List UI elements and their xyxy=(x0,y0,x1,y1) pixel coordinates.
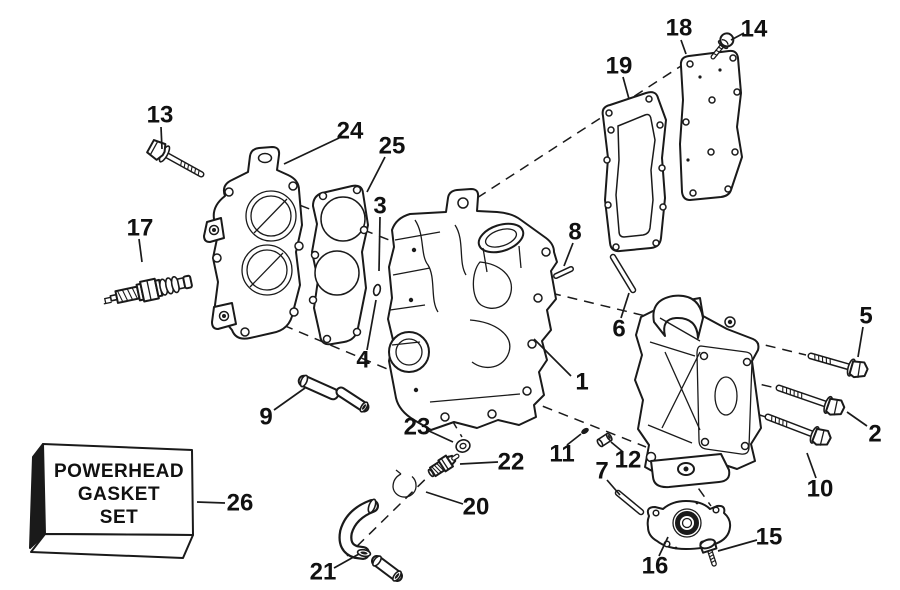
leader-line-26 xyxy=(196,501,226,504)
pin-11 xyxy=(581,427,589,435)
leader-line-1 xyxy=(533,338,572,377)
leader-line-24 xyxy=(283,137,340,165)
callout-16: 16 xyxy=(642,553,669,580)
callout-14: 14 xyxy=(741,16,768,43)
exhaust-cover-18 xyxy=(679,49,743,201)
callout-4: 4 xyxy=(356,347,370,374)
seal-housing-16 xyxy=(646,500,732,550)
callout-26: 26 xyxy=(227,490,254,517)
callout-20: 20 xyxy=(463,494,490,521)
bolt-5 xyxy=(807,352,869,379)
washer-23 xyxy=(455,439,471,453)
callout-19: 19 xyxy=(606,53,633,80)
pin-7 xyxy=(614,489,645,516)
leader-line-7 xyxy=(606,479,621,496)
leader-line-17 xyxy=(138,238,143,263)
bolt-10 xyxy=(764,413,832,446)
cylinder-head-24 xyxy=(203,146,304,340)
bolt-13 xyxy=(146,139,205,178)
leader-line-6 xyxy=(620,292,630,319)
leader-line-5 xyxy=(857,326,864,358)
leader-line-9 xyxy=(273,387,306,411)
gasket-box-line-1: POWERHEAD xyxy=(54,461,184,482)
leader-line-13 xyxy=(160,126,163,150)
leader-line-22 xyxy=(459,461,499,465)
callout-2: 2 xyxy=(868,421,881,448)
gasket-box-line-3: SET xyxy=(100,507,138,528)
leader-line-20 xyxy=(425,491,464,505)
callout-25: 25 xyxy=(379,133,406,160)
callout-11: 11 xyxy=(549,441,574,468)
pin-6 xyxy=(609,253,637,294)
callout-12: 12 xyxy=(615,447,642,474)
bolt-2 xyxy=(775,384,846,416)
crankcase-half xyxy=(634,294,762,489)
dowel-pin-3-4 xyxy=(372,283,382,297)
callout-24: 24 xyxy=(337,118,364,145)
callout-15: 15 xyxy=(756,524,783,551)
callout-3: 3 xyxy=(373,193,386,220)
leader-line-14 xyxy=(730,32,745,41)
leader-line-19 xyxy=(622,76,630,100)
bushing-12 xyxy=(596,432,613,448)
clip-20 xyxy=(392,469,417,498)
gasket-set-box-26: POWERHEAD GASKET SET xyxy=(29,443,194,559)
callout-17: 17 xyxy=(127,215,154,242)
leader-lines xyxy=(138,32,868,569)
exhaust-gasket-19 xyxy=(601,91,667,253)
cylinder-block-1 xyxy=(387,188,558,431)
callout-7: 7 xyxy=(595,458,608,485)
callout-5: 5 xyxy=(859,303,872,330)
hose-21 xyxy=(338,498,403,582)
callout-22: 22 xyxy=(498,449,525,476)
leader-line-25 xyxy=(366,156,386,193)
leader-line-11 xyxy=(566,433,582,446)
fitting-22 xyxy=(427,453,460,478)
gasket-box-line-2: GASKET xyxy=(78,484,160,505)
spark-plug-17 xyxy=(103,274,193,305)
pin-8 xyxy=(553,266,574,279)
leader-line-16 xyxy=(658,536,669,557)
leader-line-10 xyxy=(806,452,817,479)
leader-line-2 xyxy=(846,411,868,427)
leader-line-8 xyxy=(563,242,574,267)
head-gasket-25 xyxy=(308,184,369,346)
leader-line-23 xyxy=(428,430,454,443)
callout-6: 6 xyxy=(612,316,625,343)
callout-23: 23 xyxy=(404,414,431,441)
callout-18: 18 xyxy=(666,15,693,42)
leader-line-21 xyxy=(333,553,360,569)
screw-14 xyxy=(710,32,735,60)
callout-8: 8 xyxy=(568,219,581,246)
leader-line-4 xyxy=(366,299,377,351)
hoses-9 xyxy=(297,374,370,413)
screw-15 xyxy=(699,538,718,567)
leader-line-3 xyxy=(378,216,381,272)
callout-9: 9 xyxy=(259,404,272,431)
leader-line-18 xyxy=(680,39,687,55)
callout-13: 13 xyxy=(147,102,174,129)
leader-line-12 xyxy=(610,441,624,453)
callout-10: 10 xyxy=(807,476,834,503)
callout-21: 21 xyxy=(310,559,337,586)
leader-line-15 xyxy=(717,539,758,552)
callout-1: 1 xyxy=(575,369,588,396)
